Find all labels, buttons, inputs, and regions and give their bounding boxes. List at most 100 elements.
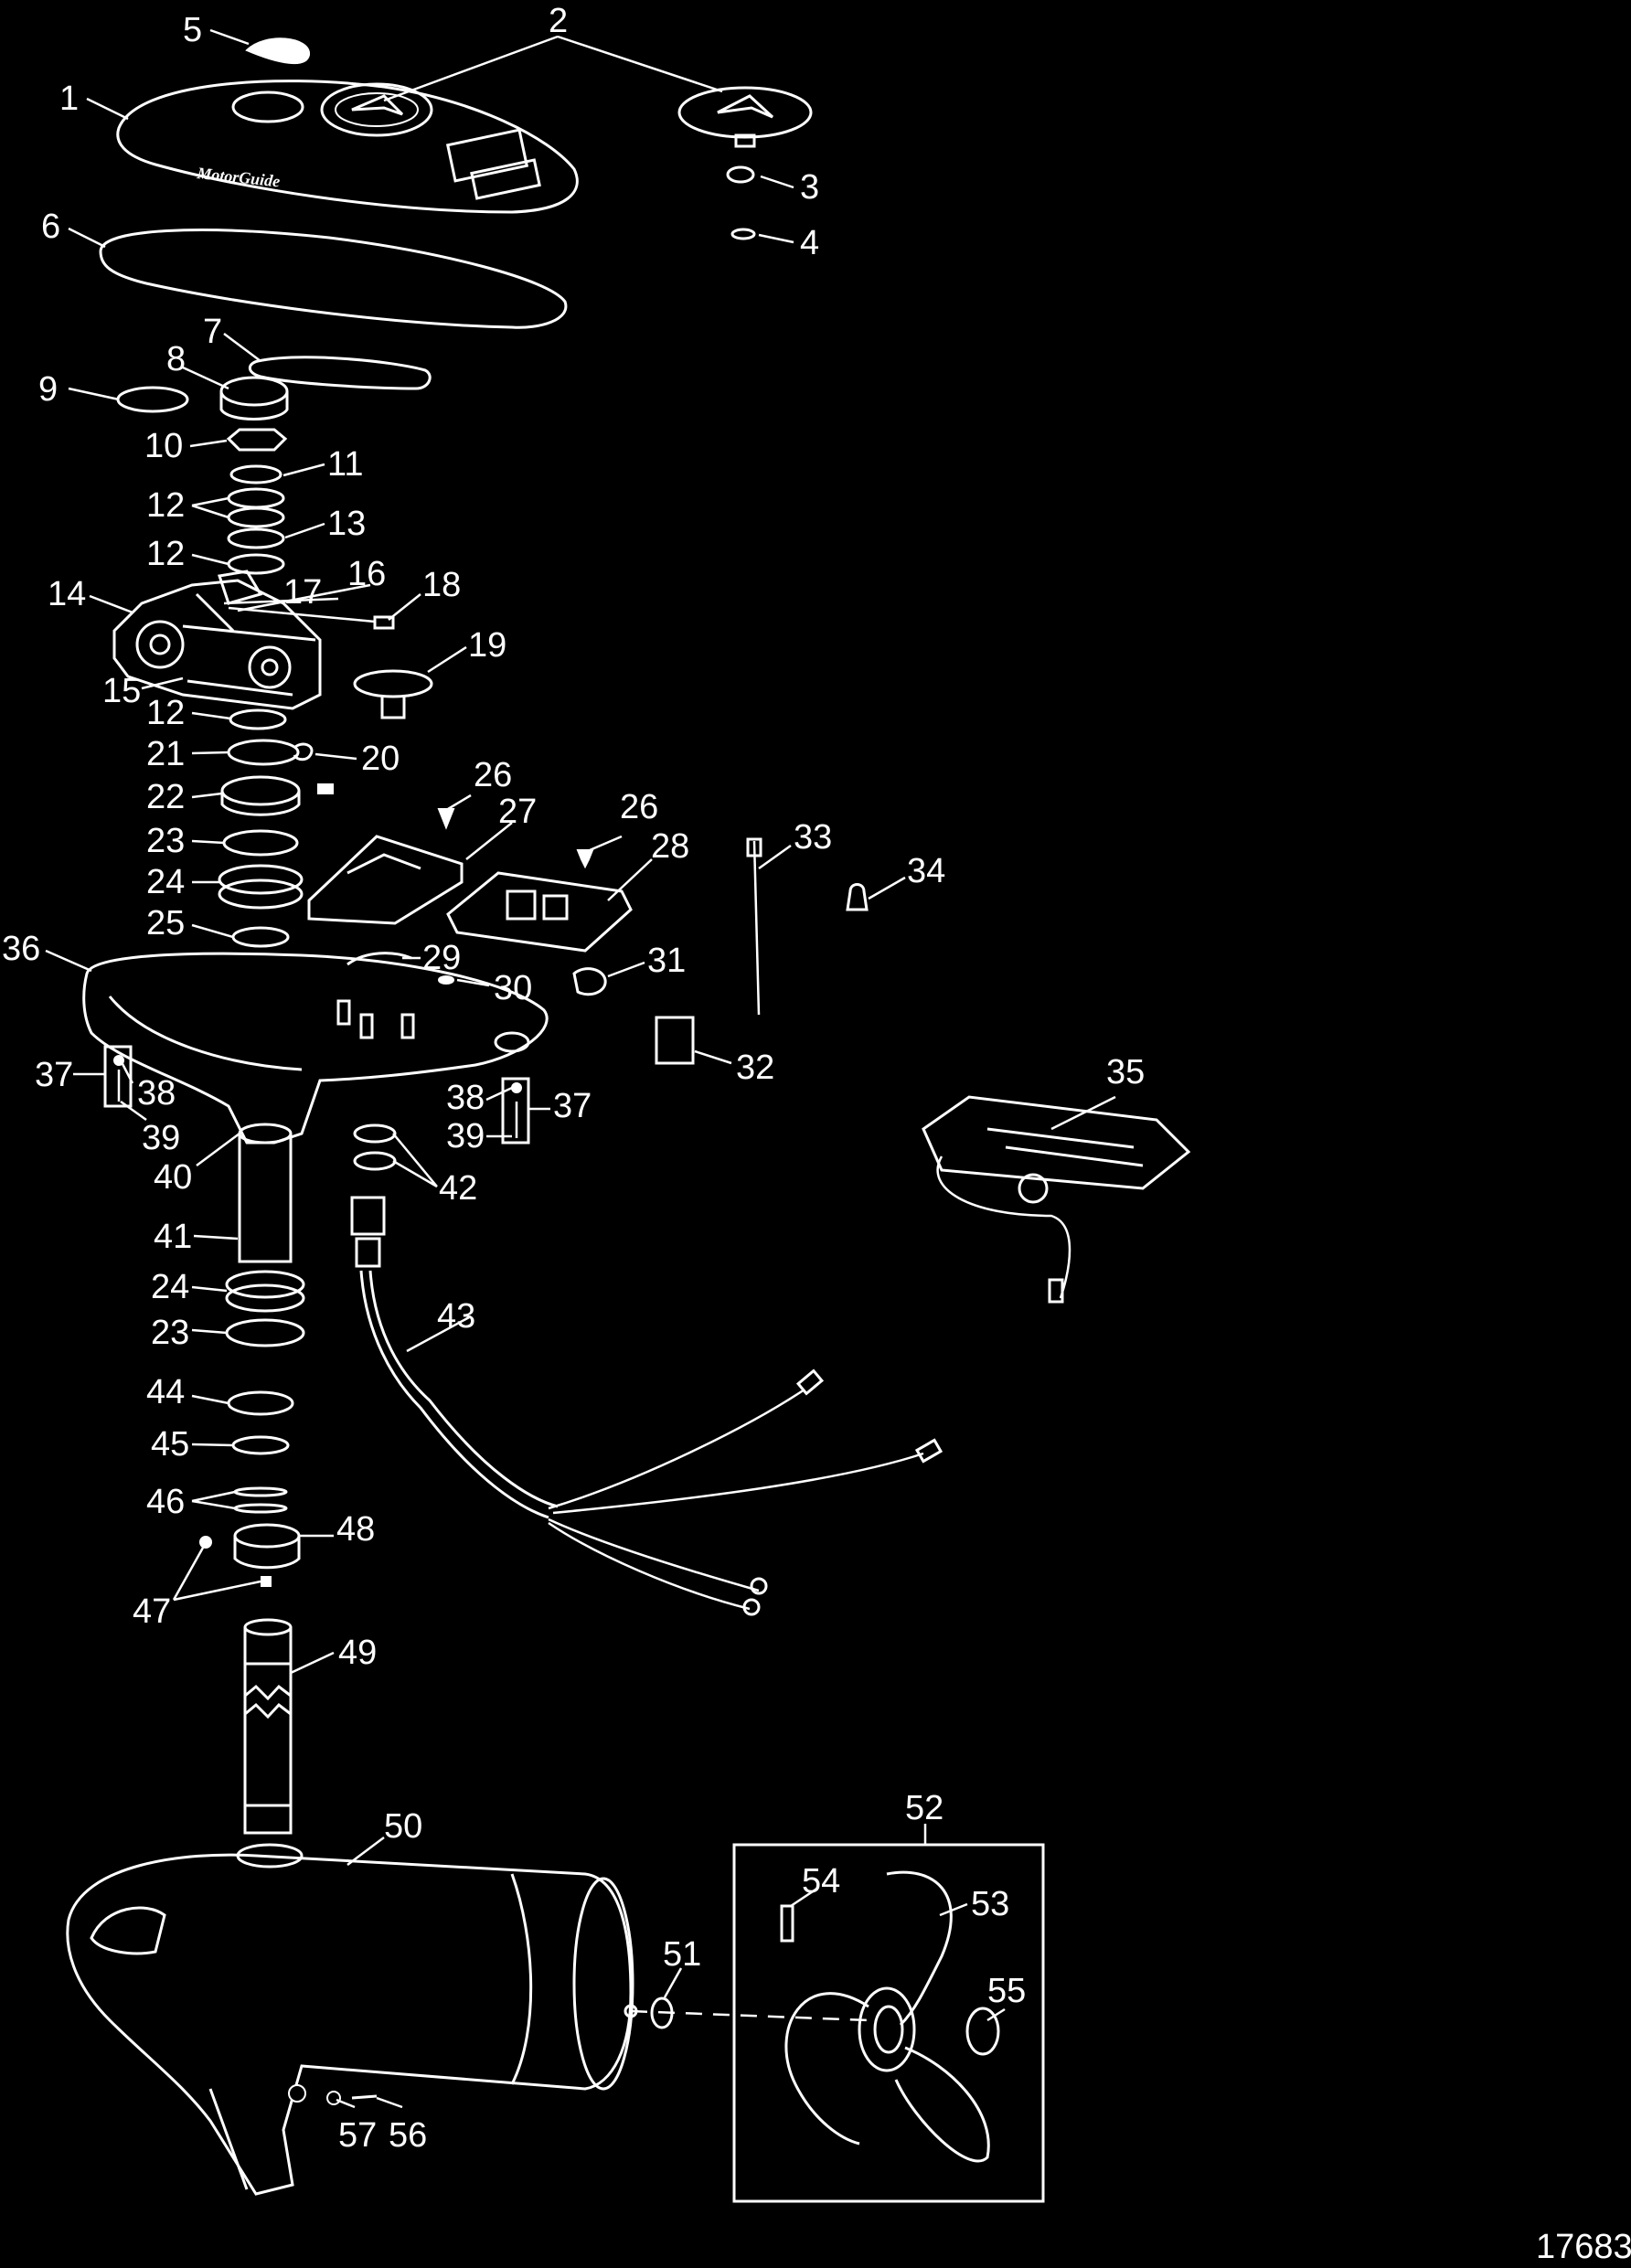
callout-31: 31: [647, 942, 686, 980]
callout-10: 10: [144, 427, 183, 465]
callout-12c: 12: [146, 694, 185, 732]
callout-16: 16: [347, 555, 386, 593]
part-37-bolt-right: [501, 1077, 530, 1145]
part-55-prop-nut: [965, 2007, 1000, 2056]
callout-23a: 23: [146, 822, 185, 860]
part-12-ring-c: [227, 553, 285, 575]
callout-48: 48: [336, 1510, 375, 1549]
callout-21: 21: [146, 735, 185, 773]
callout-51: 51: [663, 1935, 701, 1974]
part-23-bearing-lower: [225, 1318, 305, 1347]
part-33-tie-head: [746, 837, 762, 857]
part-45-ring: [231, 1435, 290, 1455]
part-19-knob: [353, 669, 433, 719]
callout-40: 40: [154, 1158, 192, 1197]
callout-34: 34: [907, 852, 945, 890]
part-3-ring: [726, 165, 755, 184]
part-21-ring: [227, 739, 300, 766]
callout-25: 25: [146, 904, 185, 942]
part-31-connector: [572, 967, 607, 996]
callout-29: 29: [422, 939, 461, 977]
callout-2: 2: [549, 2, 568, 40]
callout-20: 20: [361, 740, 400, 778]
part-13-ring: [227, 527, 285, 549]
part-54-pin: [780, 1904, 794, 1943]
callout-37a: 37: [35, 1056, 73, 1094]
callout-44: 44: [146, 1373, 185, 1411]
part-47-setscrew-a: [199, 1536, 212, 1549]
part-18-plug: [373, 615, 395, 630]
callout-17: 17: [283, 573, 322, 612]
callout-1: 1: [59, 80, 79, 118]
part-12-ring-b: [227, 506, 285, 528]
callout-55: 55: [987, 1972, 1026, 2010]
callout-38b: 38: [446, 1079, 485, 1117]
callout-46: 46: [146, 1483, 185, 1521]
part-12-ring-d: [229, 708, 287, 730]
part-42-oring-a: [353, 1123, 397, 1144]
part-button-cap: [677, 86, 813, 148]
callout-42: 42: [439, 1169, 477, 1208]
callout-30: 30: [494, 969, 532, 1007]
callout-12a: 12: [146, 486, 185, 525]
callout-19: 19: [468, 626, 506, 665]
callout-14: 14: [48, 575, 86, 613]
callout-6: 6: [41, 208, 60, 246]
part-16-wire: [228, 606, 376, 623]
callout-43: 43: [437, 1297, 475, 1336]
callout-4: 4: [800, 224, 819, 262]
part-30-pin: [438, 975, 454, 985]
propeller-alignment-line: [630, 2009, 869, 2022]
callout-22: 22: [146, 778, 185, 816]
callout-50: 50: [384, 1807, 422, 1846]
callout-24a: 24: [146, 863, 185, 901]
part-42-oring-b: [353, 1151, 397, 1171]
part-50-lower-unit: [66, 1843, 638, 2196]
part-27-bracket: [307, 835, 464, 925]
part-46-clip-a: [233, 1486, 288, 1497]
part-28-circuit-board: [446, 871, 633, 953]
part-5-pad: [245, 37, 311, 65]
callout-13: 13: [327, 505, 366, 543]
callout-32: 32: [736, 1049, 774, 1087]
part-8-collar: [219, 376, 289, 421]
part-drawings: MotorGuide: [66, 37, 1191, 2203]
figure-number: 17683: [1536, 2228, 1631, 2266]
callout-labels: 1 2 3 4 5 6 7 8 9 10 11 12 12 12 13 14 1…: [2, 2, 1145, 2155]
callout-53: 53: [971, 1885, 1009, 1923]
callout-36: 36: [2, 930, 40, 968]
callout-12b: 12: [146, 535, 185, 573]
callout-52: 52: [905, 1789, 943, 1827]
callout-26b: 26: [620, 788, 658, 826]
callout-57: 57: [338, 2116, 377, 2155]
part-9-washer: [116, 386, 189, 413]
brand-logo-text: MotorGuide: [196, 164, 282, 191]
part-20-clip: [293, 742, 314, 761]
part-26-screw-b: [576, 849, 594, 869]
callout-5: 5: [183, 11, 202, 49]
part-52-propeller-kit-box: [732, 1843, 1045, 2203]
part-29-clip: [346, 952, 412, 966]
callout-45: 45: [151, 1425, 189, 1464]
callout-7: 7: [203, 313, 222, 351]
callout-35: 35: [1106, 1053, 1145, 1091]
part-33-cable-tie: [752, 840, 761, 1016]
callout-56: 56: [389, 2116, 427, 2155]
part-36-lower-housing: [82, 952, 549, 1145]
part-44-collar: [227, 1390, 294, 1416]
part-43-cable-assembly: [350, 1196, 943, 1616]
part-46-clip-b: [233, 1503, 288, 1514]
part-34-wire-nut: [846, 883, 869, 911]
callout-18: 18: [422, 566, 461, 604]
callout-33: 33: [794, 818, 832, 857]
part-32-terminal-block: [655, 1016, 695, 1065]
part-53-propeller: [784, 1870, 990, 2163]
part-12-ring-a: [227, 487, 285, 509]
callout-11: 11: [327, 445, 363, 484]
part-24-race-upper: [218, 864, 304, 910]
callout-8: 8: [166, 340, 186, 378]
part-23-bearing-upper: [222, 829, 299, 857]
part-10-nut: [226, 428, 288, 452]
callout-9: 9: [38, 370, 58, 409]
part-14-15-steer-assembly: [112, 570, 322, 710]
